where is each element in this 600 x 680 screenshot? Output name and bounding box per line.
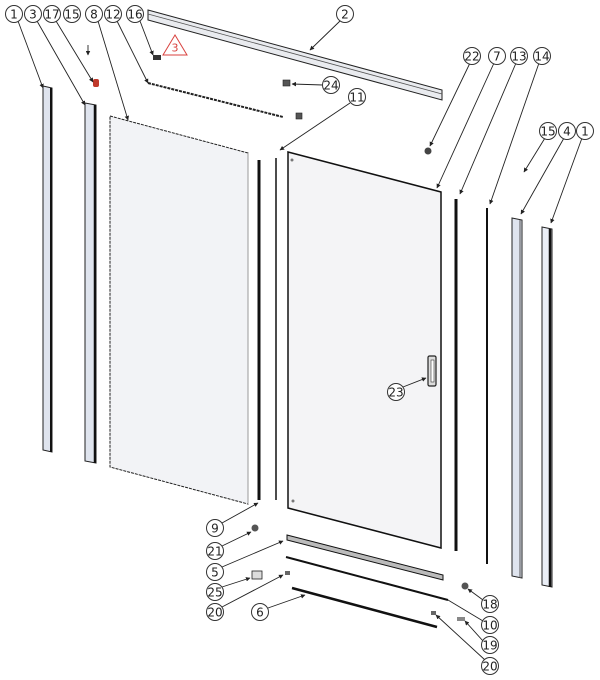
callout-25: 25 [206,583,224,601]
callout-label: 10 [482,619,497,633]
callout-20: 20 [206,603,224,621]
callout-label: 18 [482,598,497,612]
callout-13: 13 [510,47,528,65]
callout-18: 18 [481,595,499,613]
callout-label: 20 [482,660,497,674]
bottom-seal-part-10 [285,556,449,601]
callout-3: 3 [24,5,42,23]
callout-11: 11 [348,88,366,106]
callout-label: 3 [29,8,37,22]
block-part-25 [251,570,263,580]
callout-4: 4 [558,122,576,140]
callout-label: 16 [127,8,142,22]
callout-1: 1 [576,122,594,140]
callout-15: 15 [63,5,81,23]
clip-part-19 [457,617,465,621]
clip-part-24b [295,112,303,120]
stopper-part-21 [251,524,259,532]
callout-label: 17 [44,8,59,22]
callout-label: 1 [10,8,18,22]
callout-label: 23 [388,386,403,400]
callout-label: 4 [563,125,571,139]
hinge-part-16 [153,55,161,60]
callout-16: 16 [126,5,144,23]
clip-part-24 [282,79,291,87]
wall-profile-left-part-1 [42,85,53,453]
callout-label: 19 [482,639,497,653]
svg-text:3: 3 [172,42,179,55]
bottom-rail-part-5 [286,534,444,581]
callout-label: 15 [540,125,555,139]
callout-14: 14 [533,47,551,65]
callout-label: 12 [105,8,120,22]
callout-label: 11 [349,91,364,105]
bottom-strip-part-6 [291,586,438,629]
top-rail-part-2 [147,9,443,101]
pin-part-20b [431,611,436,615]
callout-label: 24 [323,79,338,93]
callout-22: 22 [463,47,481,65]
callout-24: 24 [322,76,340,94]
callout-label: 13 [511,50,526,64]
callout-19: 19 [481,636,499,654]
callout-20: 20 [481,657,499,675]
callout-label: 2 [341,8,349,22]
callout-21: 21 [206,542,224,560]
end-cap-part-17 [93,79,99,87]
revision-marker: 3 [162,34,188,56]
callout-label: 9 [211,522,219,536]
callout-label: 8 [90,8,98,22]
callout-label: 1 [581,125,589,139]
pin-part-20a [285,571,290,575]
callout-5: 5 [206,563,224,581]
callout-2: 2 [336,5,354,23]
callout-label: 20 [207,606,222,620]
callout-6: 6 [251,603,269,621]
callout-label: 25 [207,586,222,600]
profile-right-part-4 [511,217,523,579]
pivot-part-22 [424,147,432,155]
callout-8: 8 [85,5,103,23]
callout-12: 12 [104,5,122,23]
callout-9: 9 [206,519,224,537]
stopper-part-18 [461,582,469,590]
callout-label: 14 [534,50,549,64]
fixed-glass-panel-part-8 [109,115,249,505]
callout-label: 5 [211,566,219,580]
callout-1: 1 [5,5,23,23]
callout-7: 7 [488,47,506,65]
callout-15: 15 [539,122,557,140]
callout-label: 22 [464,50,479,64]
seal-strip-part-12 [147,82,284,118]
door-glass-panel-part-7 [287,151,442,549]
callout-10: 10 [481,616,499,634]
leader-lines [17,20,583,661]
callout-label: 7 [493,50,501,64]
callout-label: 6 [256,606,264,620]
callout-23: 23 [387,383,405,401]
callout-label: 21 [207,545,222,559]
callout-label: 15 [64,8,79,22]
profile-left-part-3 [84,102,97,464]
callout-17: 17 [43,5,61,23]
wall-profile-right-part-1 [541,226,553,588]
door-handle-part-23 [427,355,437,387]
